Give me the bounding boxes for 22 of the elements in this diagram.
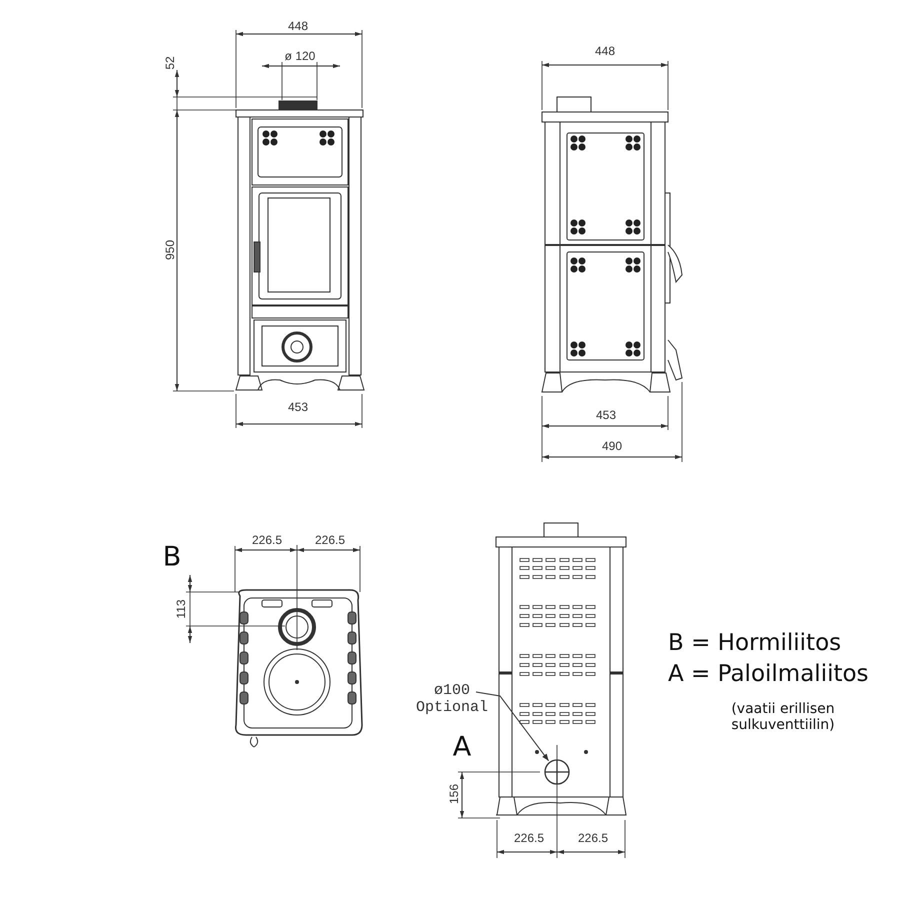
dimension-value: 490 xyxy=(602,440,622,454)
dimension-value: 453 xyxy=(596,409,616,423)
dimension-value: 113 xyxy=(175,599,189,619)
view-letter: A xyxy=(452,731,472,763)
dimension-value: ø 120 xyxy=(284,50,316,64)
legend-text: (vaatii erillisen sulkuventtiilin) xyxy=(730,700,836,734)
dimension-value: 226.5 xyxy=(514,832,544,846)
air-inlet-opening xyxy=(544,759,570,785)
dimension-value: 52 xyxy=(164,56,178,70)
dimension-value: 448 xyxy=(594,45,616,59)
view-letter: B xyxy=(162,541,182,573)
dimension-value: 226.5 xyxy=(578,832,608,846)
callout-text: ø100 Optional xyxy=(410,683,494,716)
leader-line xyxy=(476,692,550,762)
dimension-value: 453 xyxy=(288,401,308,415)
dimension-value: 950 xyxy=(164,240,178,260)
legend-text: A = Paloilmaliitos xyxy=(668,660,869,688)
dimension-value: 448 xyxy=(288,20,308,34)
dimension-value: 226.5 xyxy=(252,534,282,548)
dimension-value: 156 xyxy=(448,784,462,804)
legend-text: B = Hormiliitos xyxy=(668,630,842,656)
dimension-value: 226.5 xyxy=(314,534,346,548)
